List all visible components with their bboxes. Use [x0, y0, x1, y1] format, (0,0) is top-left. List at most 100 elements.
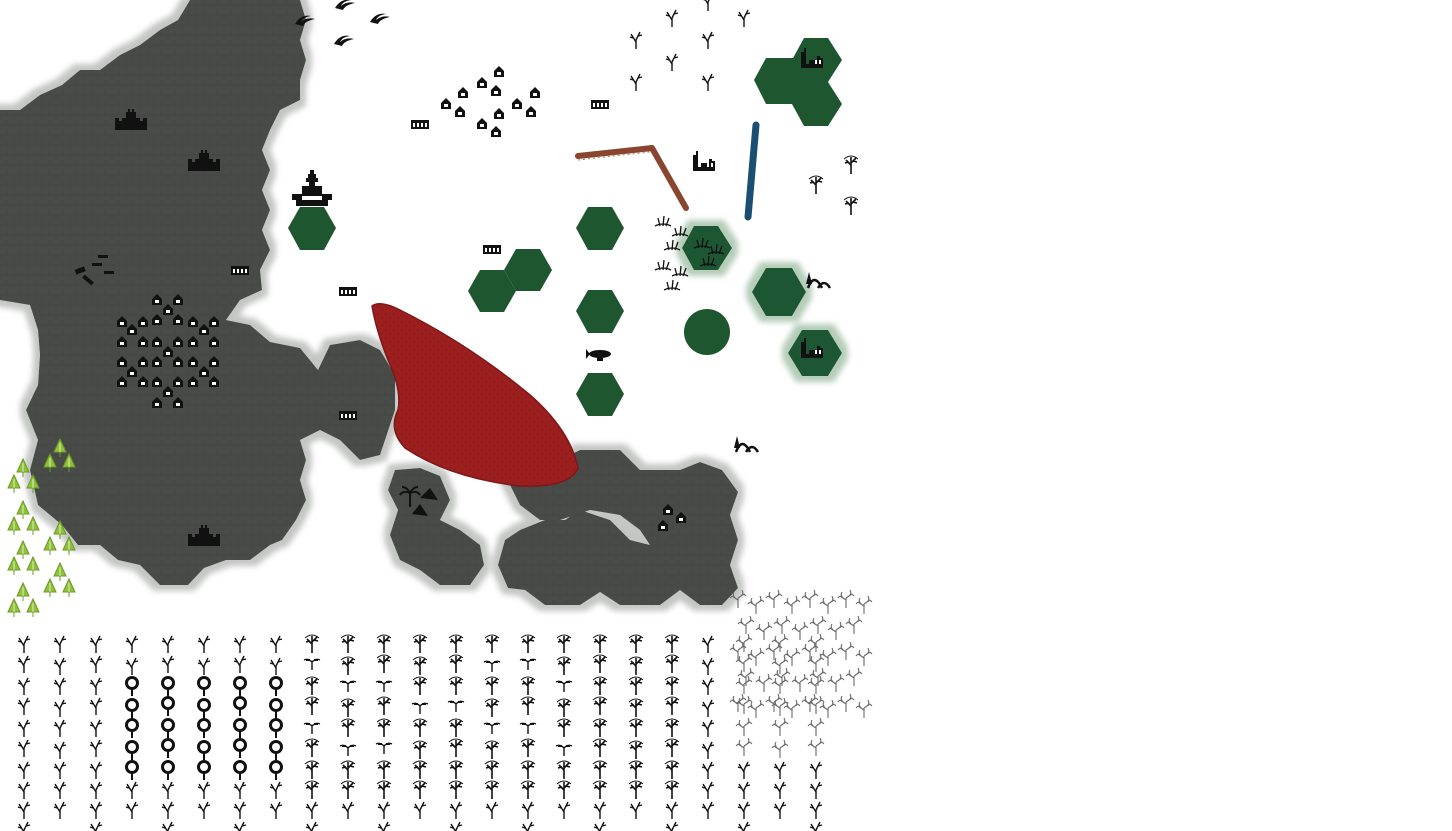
barracks-icon[interactable] — [339, 411, 357, 420]
grey-tree-icon — [783, 595, 801, 615]
bare-tree-icon — [557, 801, 571, 820]
bare-tree-icon — [197, 657, 211, 676]
barracks-icon[interactable] — [591, 100, 609, 109]
bare-tree-icon — [53, 719, 67, 738]
pine-tree-icon — [16, 500, 30, 520]
acacia-tree-icon — [412, 634, 428, 654]
sapling-icon — [411, 702, 429, 715]
acacia-tree-icon — [556, 780, 572, 800]
bare-tree-icon — [161, 801, 175, 820]
bare-tree-icon — [53, 699, 67, 718]
mountain-range-west[interactable] — [0, 0, 395, 585]
deciduous-tree-icon — [160, 675, 176, 697]
acacia-tree-icon — [664, 780, 680, 800]
acacia-tree-icon — [556, 718, 572, 738]
barracks-icon[interactable] — [411, 120, 429, 129]
bare-tree-icon — [125, 657, 139, 676]
bare-tree-icon — [161, 821, 175, 831]
grey-tree-icon — [801, 589, 819, 609]
bare-tree-icon — [701, 719, 715, 738]
tent-icon[interactable] — [412, 488, 438, 516]
deciduous-tree-icon — [124, 759, 140, 781]
river[interactable] — [744, 121, 760, 221]
barracks-icon[interactable] — [339, 287, 357, 296]
deciduous-tree-icon — [196, 675, 212, 697]
forest-grove[interactable] — [684, 309, 730, 355]
village-north[interactable] — [441, 66, 540, 137]
forest-hex[interactable] — [792, 82, 842, 126]
bare-tree-icon — [233, 801, 247, 820]
hill-icon[interactable] — [732, 434, 760, 454]
mountain-range-south[interactable] — [388, 450, 738, 605]
acacia-tree-icon — [340, 760, 356, 780]
forest-hex[interactable] — [576, 373, 624, 416]
bare-tree-icon — [17, 801, 31, 820]
grey-tree-icon — [837, 693, 855, 713]
pine-tree-icon — [62, 536, 76, 556]
acacia-tree-icon — [304, 760, 320, 780]
acacia-tree-icon — [376, 696, 392, 716]
forest-hexes[interactable] — [288, 38, 842, 416]
acacia-tree-icon — [448, 718, 464, 738]
grey-tree-icon — [771, 675, 789, 695]
bare-tree-icon — [125, 781, 139, 800]
palm-tree-icon[interactable] — [399, 486, 421, 507]
grey-tree-icon — [735, 737, 753, 757]
grey-tree-icon — [855, 647, 873, 667]
forest-hex[interactable] — [504, 249, 552, 291]
forest-hex[interactable] — [468, 270, 516, 312]
grey-tree-icon — [807, 717, 825, 737]
sapling-icon — [555, 680, 573, 693]
ruins-icon[interactable] — [693, 151, 715, 171]
grey-tree-icon — [765, 589, 783, 609]
bare-tree-icon — [449, 821, 463, 831]
pine-tree-icon — [7, 516, 21, 536]
grey-tree-icon — [827, 673, 845, 693]
deciduous-tree-icon — [160, 737, 176, 759]
deciduous-tree-icon — [124, 717, 140, 739]
airship-icon[interactable] — [586, 349, 611, 361]
acacia-tree-icon — [448, 780, 464, 800]
bare-tree-icon — [485, 801, 499, 820]
barracks-icon[interactable] — [483, 245, 501, 254]
bare-tree-icon — [89, 677, 103, 696]
acacia-tree-icon — [520, 676, 536, 696]
hill-icon[interactable] — [804, 270, 832, 290]
forest-hex[interactable] — [576, 290, 624, 333]
bare-tree-icon — [701, 699, 715, 718]
acacia-tree-icon — [376, 654, 392, 674]
forest-hex[interactable] — [288, 207, 336, 250]
road[interactable] — [575, 145, 689, 211]
acacia-tree-icon — [448, 760, 464, 780]
deciduous-tree-icon — [268, 675, 284, 697]
pine-tree-icon — [7, 556, 21, 576]
grey-tree-icon — [747, 699, 765, 719]
acacia-tree-icon — [628, 656, 644, 676]
acacia-tree-icon — [484, 760, 500, 780]
bare-tree-icon — [808, 175, 824, 195]
pine-tree-icon — [26, 598, 40, 618]
acacia-tree-icon — [592, 760, 608, 780]
deciduous-tree-icon — [268, 717, 284, 739]
bird-icon — [370, 13, 390, 24]
swamp-hex[interactable] — [682, 226, 732, 270]
grey-tree-icon — [807, 737, 825, 757]
bare-tree-icon — [701, 801, 715, 820]
acacia-tree-icon — [592, 696, 608, 716]
lava-region[interactable] — [371, 303, 579, 487]
forest-hex[interactable] — [752, 268, 806, 316]
town-house-icon — [512, 98, 522, 109]
grey-tree-icon — [819, 699, 837, 719]
pine-tree-icon — [7, 598, 21, 618]
bare-tree-icon — [197, 635, 211, 654]
forest-hex[interactable] — [576, 207, 624, 250]
acacia-tree-icon — [628, 676, 644, 696]
bare-tree-icon — [341, 801, 355, 820]
barracks-icon[interactable] — [231, 266, 249, 275]
palace-icon[interactable] — [292, 170, 332, 206]
town-house-icon — [494, 108, 504, 119]
bridge-icon[interactable] — [74, 255, 114, 286]
grey-tree-icon — [735, 717, 753, 737]
acacia-tree-icon — [664, 676, 680, 696]
